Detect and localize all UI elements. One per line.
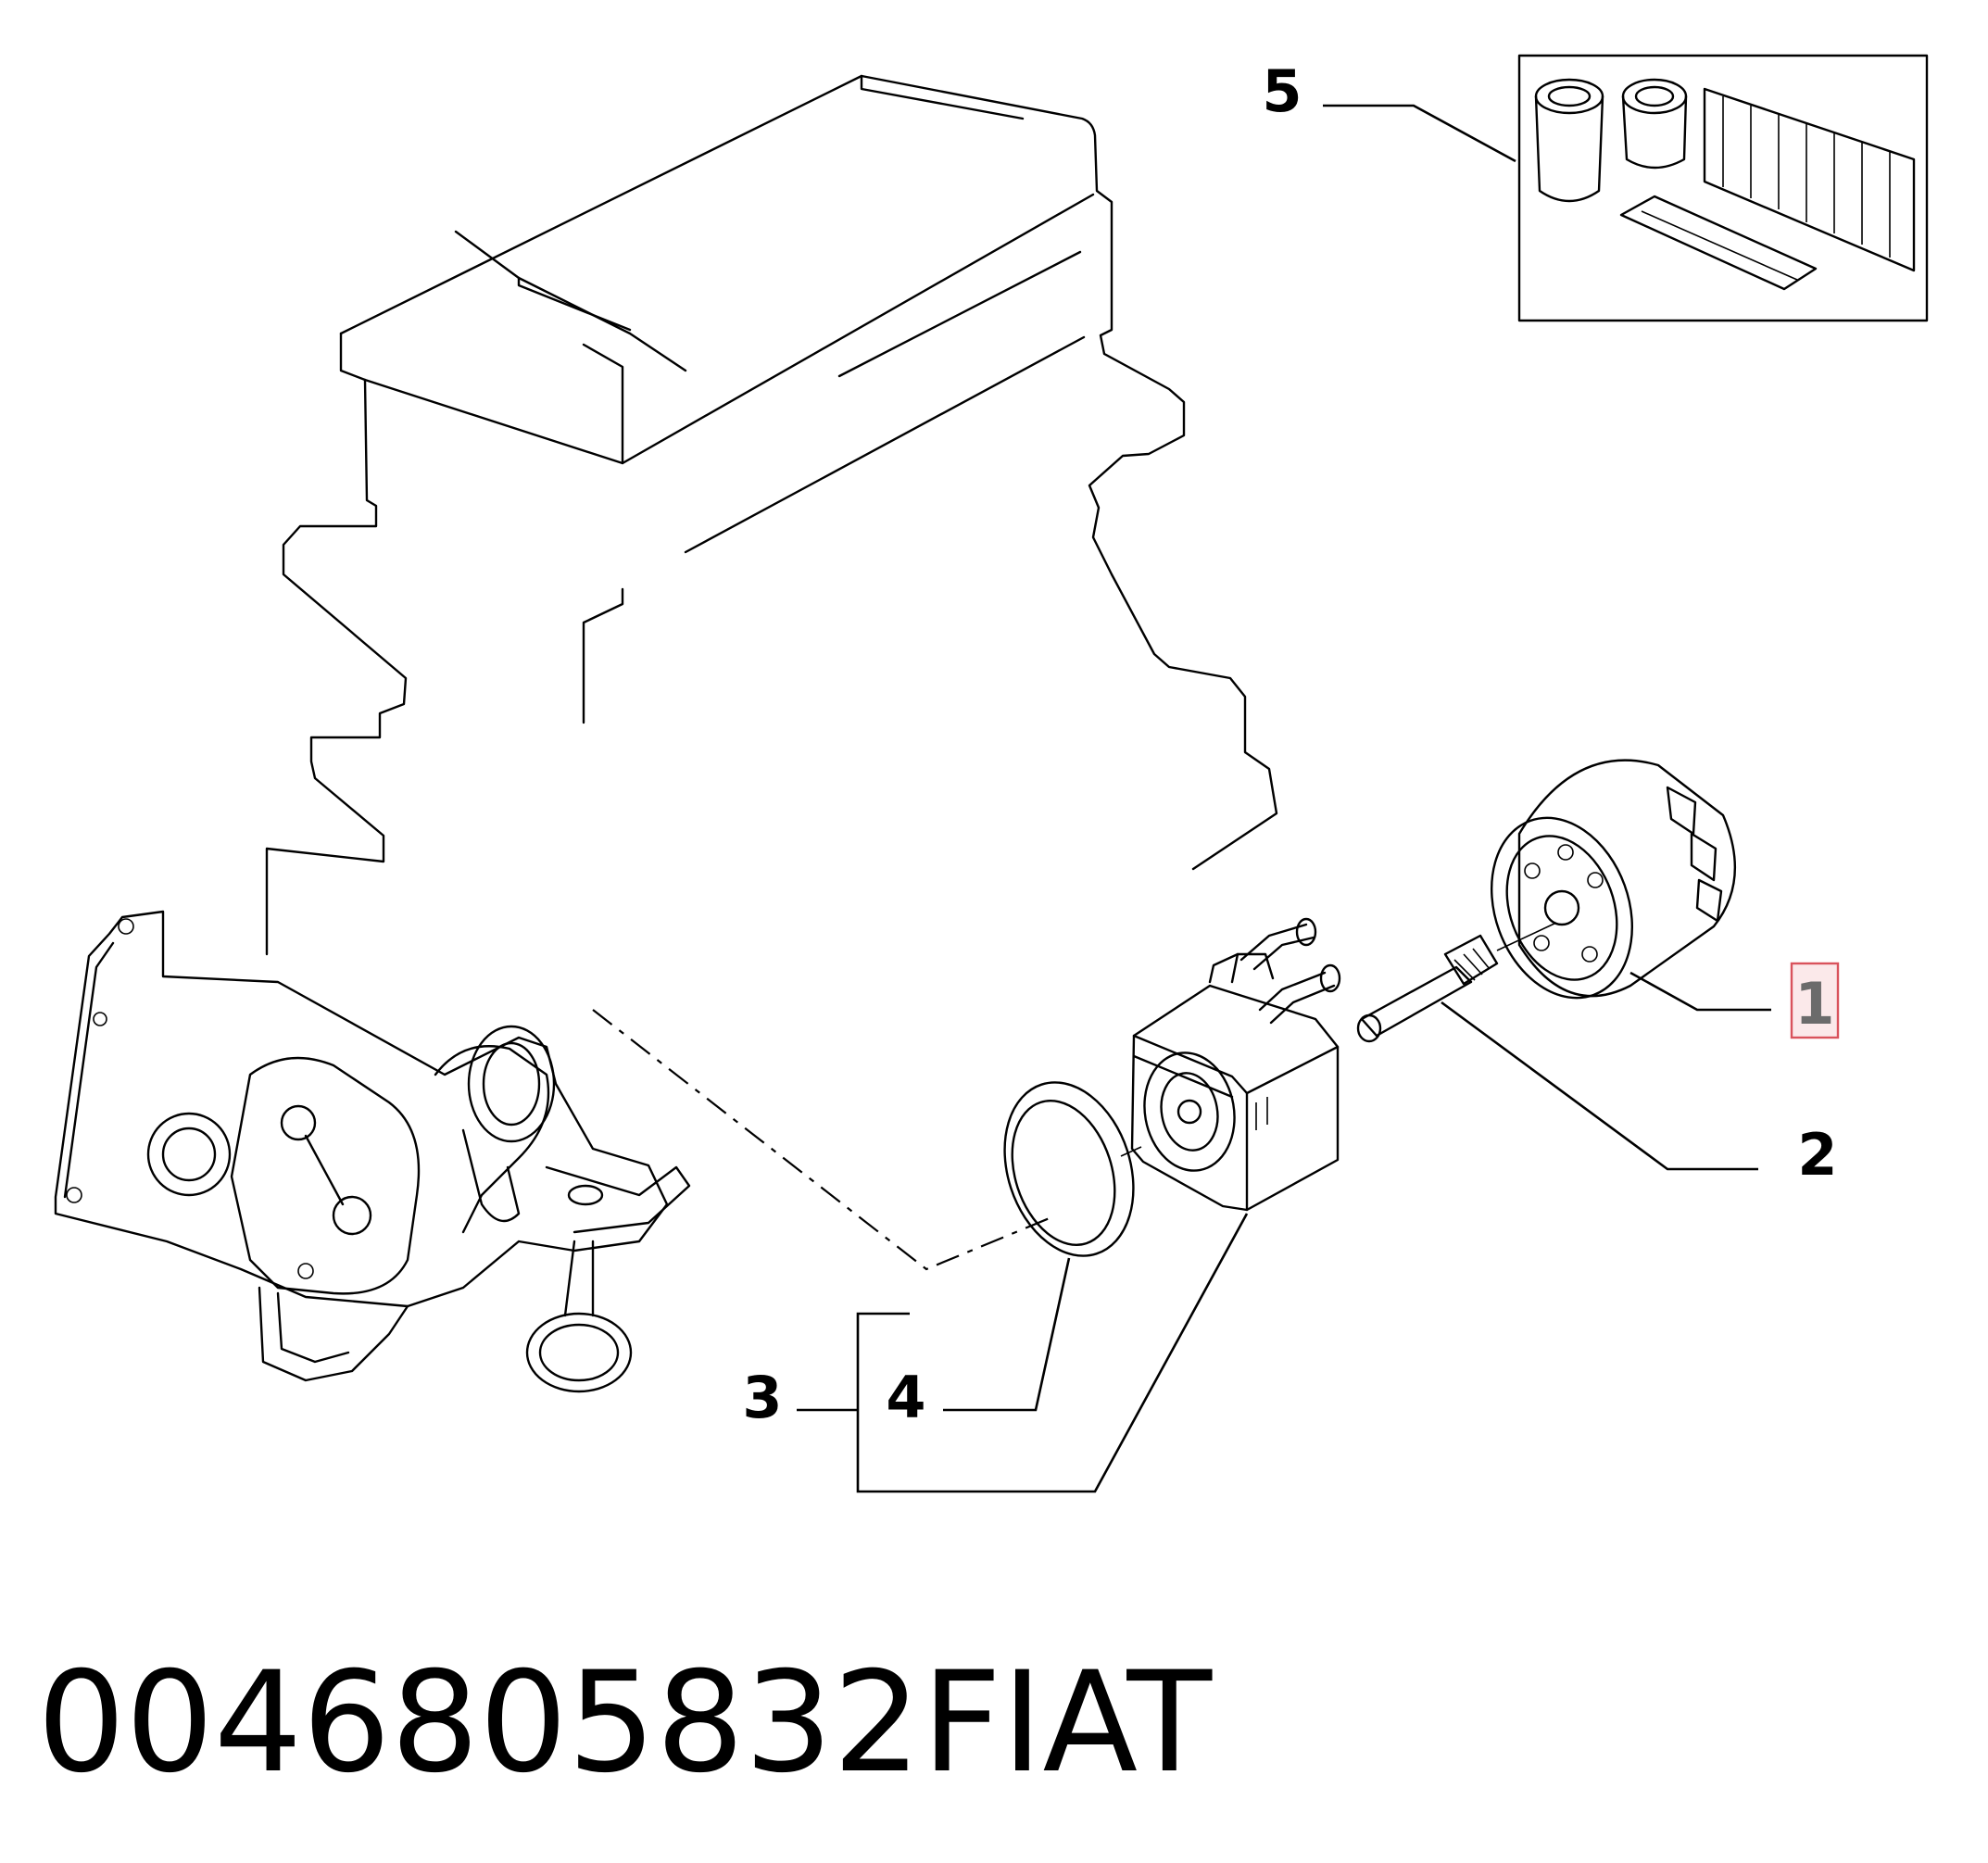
brand-name: FIAT xyxy=(922,1643,1213,1804)
leader-line-2 xyxy=(1441,1001,1758,1171)
callout-1-label[interactable]: 1 xyxy=(1794,970,1834,1038)
callout-4-label[interactable]: 4 xyxy=(886,1364,925,1431)
leader-line-5 xyxy=(1323,104,1516,163)
callout-1-highlight-box xyxy=(1790,962,1840,1039)
leader-line-1 xyxy=(1629,971,1771,1012)
callout-3-label[interactable]: 3 xyxy=(742,1364,782,1431)
gasket-axis-line xyxy=(1120,1146,1142,1157)
callout-2-label[interactable]: 2 xyxy=(1797,1121,1837,1189)
part-3-oil-cooler xyxy=(1130,917,1341,1212)
part-number: 0046805832 xyxy=(37,1643,922,1804)
part-1-oil-filter xyxy=(1490,759,1737,1000)
leader-line-4 xyxy=(943,1257,1071,1412)
part-4-gasket xyxy=(1003,1081,1135,1257)
part-5-service-kit-inset xyxy=(1517,54,1929,322)
bracket-3 xyxy=(856,1213,1249,1493)
caption-bar: 0046805832 FIAT xyxy=(37,1640,1945,1806)
callout-5-label[interactable]: 5 xyxy=(1262,57,1302,125)
engine-block-outline xyxy=(265,74,1278,956)
part-2-threaded-nipple xyxy=(1356,934,1499,1043)
front-cover-and-oil-pump xyxy=(54,910,691,1393)
assembly-dash-line xyxy=(592,1009,1057,1271)
